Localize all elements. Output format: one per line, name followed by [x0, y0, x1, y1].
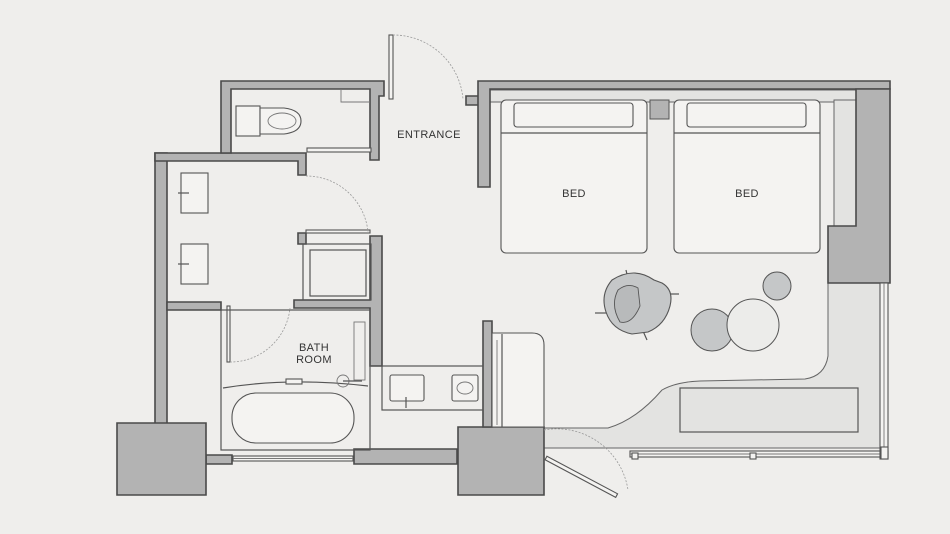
entrance-label: ENTRANCE [397, 129, 461, 141]
sink-counter [381, 365, 484, 411]
round-tables [690, 271, 792, 352]
nightstand [649, 99, 670, 120]
bathroom: BATH ROOM [220, 309, 371, 451]
windows [232, 282, 889, 462]
shower [302, 243, 372, 301]
bed-right-label: BED [735, 188, 759, 200]
window-bench [679, 387, 859, 433]
bath-label-line2: ROOM [296, 354, 332, 366]
toilet [235, 105, 302, 137]
bath-label-line1: BATH [299, 342, 329, 354]
bathtub [231, 392, 355, 444]
bed-left: BED [500, 99, 648, 254]
bed-left-label: BED [562, 188, 586, 200]
vanity-sinks [178, 172, 209, 285]
walls [116, 80, 891, 496]
doors [226, 34, 629, 499]
lounge-floor [543, 282, 883, 449]
wardrobe [491, 332, 545, 428]
bed-right: BED [673, 99, 821, 254]
armchair [595, 269, 679, 341]
side-closet [833, 99, 857, 227]
